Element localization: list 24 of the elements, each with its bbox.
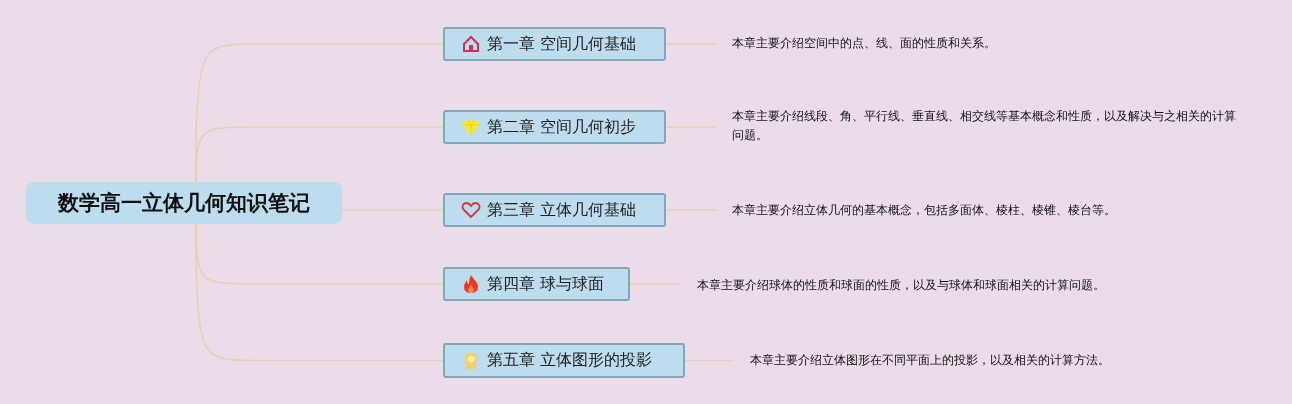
chapter-title: 第三章 立体几何基础 xyxy=(487,199,637,221)
chapter-title: 第一章 空间几何基础 xyxy=(487,33,637,55)
connector-line xyxy=(195,126,444,183)
chapter-description: 本章主要介绍空间中的点、线、面的性质和关系。 xyxy=(732,36,996,50)
chapter-title: 第四章 球与球面 xyxy=(487,273,605,295)
chapter-box xyxy=(443,193,666,227)
chapter-description: 本章主要介绍球体的性质和球面的性质，以及与球体和球面相关的计算问题。 xyxy=(697,278,1105,292)
connector-line xyxy=(684,359,735,362)
connector-line xyxy=(665,209,717,211)
chapter-description: 本章主要介绍立体几何的基本概念，包括多面体、棱柱、棱锥、棱台等。 xyxy=(732,203,1116,217)
title-text: 数学高一立体几何知识笔记 xyxy=(58,190,310,217)
chapter-box xyxy=(443,110,666,144)
chapter-title: 第五章 立体图形的投影 xyxy=(487,350,653,371)
chapter-box xyxy=(443,343,685,378)
chapter-description: 本章主要介绍立体图形在不同平面上的投影，以及相关的计算方法。 xyxy=(750,353,1110,367)
chapter-title: 第二章 空间几何初步 xyxy=(487,116,637,138)
chapter-description: 本章主要介绍线段、角、平行线、垂直线、相交线等基本概念和性质，以及解决与之相关的计算问题。 xyxy=(732,109,1236,142)
chapter-box xyxy=(443,267,630,301)
central-topic xyxy=(26,182,342,224)
connector-line xyxy=(629,283,682,285)
connector-line xyxy=(665,43,717,45)
connector-line xyxy=(195,223,444,362)
connector-line xyxy=(665,126,717,128)
chapter-box xyxy=(443,27,666,61)
